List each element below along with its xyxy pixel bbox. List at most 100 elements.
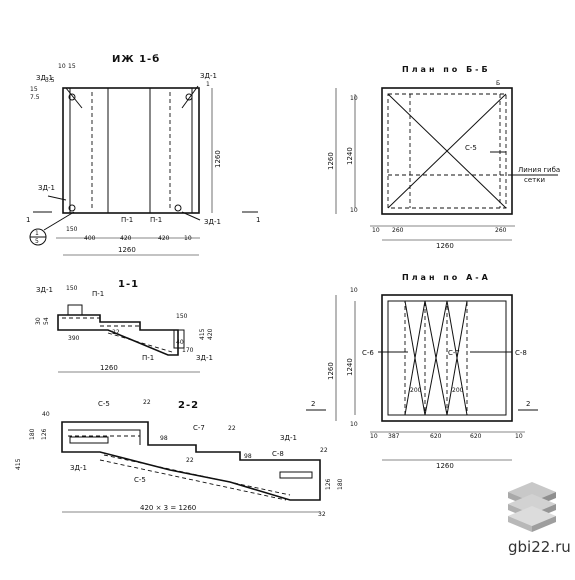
svg-text:1260: 1260 xyxy=(436,462,454,470)
svg-text:10: 10 xyxy=(58,63,66,70)
svg-text:170: 170 xyxy=(182,347,194,354)
mesh-bend-label: Линия гиба xyxy=(518,166,560,174)
svg-text:1240: 1240 xyxy=(346,147,354,165)
svg-text:620: 620 xyxy=(430,433,442,440)
svg-text:200: 200 xyxy=(452,387,464,394)
watermark: gbi22.ru xyxy=(508,482,571,556)
svg-text:98: 98 xyxy=(160,435,168,442)
svg-text:420: 420 xyxy=(207,328,214,340)
svg-text:22: 22 xyxy=(320,447,328,454)
svg-text:150: 150 xyxy=(66,285,78,292)
plan-bb-title: План по Б-Б xyxy=(402,65,491,74)
plan-aa-outline xyxy=(381,294,513,422)
svg-text:620: 620 xyxy=(470,433,482,440)
svg-text:180: 180 xyxy=(337,478,344,490)
s7-label: С-7 xyxy=(448,349,460,357)
s7-label-section: С-7 xyxy=(193,424,205,432)
zd1-label-section-right: ЗД-1 xyxy=(280,434,297,442)
svg-text:30: 30 xyxy=(35,317,42,325)
svg-text:180: 180 xyxy=(29,428,36,440)
s8-label: С-8 xyxy=(515,349,527,357)
svg-text:1260: 1260 xyxy=(100,364,118,372)
layers-logo-icon xyxy=(508,482,556,532)
s5-label-section: С-5 xyxy=(98,400,110,408)
svg-text:400: 400 xyxy=(84,235,96,242)
svg-text:22: 22 xyxy=(143,399,151,406)
svg-text:ЗД-1: ЗД-1 xyxy=(196,354,213,362)
plan-aa-title: План по А-А xyxy=(402,273,491,282)
svg-text:415: 415 xyxy=(15,458,22,470)
svg-text:10: 10 xyxy=(350,207,358,214)
svg-text:1: 1 xyxy=(35,230,39,237)
svg-text:7.5: 7.5 xyxy=(30,94,40,101)
plan-aa: План по А-А С-6 С-7 С-8 200 200 1260 124… xyxy=(306,273,538,470)
zd1-label-top-left: ЗД-1 xyxy=(36,74,53,82)
zd1-label-bottom-left: ЗД-1 xyxy=(38,184,55,192)
section-11-title: 1-1 xyxy=(118,279,139,290)
zd1-label-section: ЗД-1 xyxy=(70,464,87,472)
svg-text:260: 260 xyxy=(392,227,404,234)
svg-text:22: 22 xyxy=(112,329,120,336)
section-1-1: 1-1 ЗД-1 П-1 150 150 22 П-1 ЗД-1 390 170… xyxy=(35,279,214,373)
svg-text:1260: 1260 xyxy=(436,242,454,250)
svg-text:22: 22 xyxy=(228,425,236,432)
svg-text:126: 126 xyxy=(41,428,48,440)
total-dim: 420 × 3 = 1260 xyxy=(140,504,196,512)
svg-text:ЗД-1: ЗД-1 xyxy=(36,286,53,294)
svg-text:40: 40 xyxy=(42,411,50,418)
svg-text:15: 15 xyxy=(68,63,76,70)
svg-text:1240: 1240 xyxy=(346,358,354,376)
p1-label-1: П-1 xyxy=(121,216,133,224)
plan-bb: План по Б-Б С-5 Линия гиба сетки Б 1260 … xyxy=(327,65,560,250)
svg-text:40: 40 xyxy=(176,339,184,346)
svg-text:32: 32 xyxy=(318,511,326,518)
svg-text:Б: Б xyxy=(496,80,500,87)
svg-text:1: 1 xyxy=(256,216,260,224)
svg-text:150: 150 xyxy=(66,226,78,233)
svg-text:200: 200 xyxy=(410,387,422,394)
svg-text:390: 390 xyxy=(68,335,80,342)
svg-text:1: 1 xyxy=(26,216,30,224)
element-title: ИЖ 1-б xyxy=(112,53,160,65)
svg-text:420: 420 xyxy=(158,235,170,242)
svg-text:П-1: П-1 xyxy=(92,290,104,298)
svg-text:1260: 1260 xyxy=(118,246,136,254)
svg-text:10: 10 xyxy=(184,235,192,242)
svg-text:1: 1 xyxy=(206,81,210,88)
s6-label: С-6 xyxy=(362,349,374,357)
svg-text:2: 2 xyxy=(526,400,530,408)
svg-text:1260: 1260 xyxy=(327,362,335,380)
svg-text:3.5: 3.5 xyxy=(45,77,55,84)
svg-text:10: 10 xyxy=(350,287,358,294)
svg-text:387: 387 xyxy=(388,433,400,440)
svg-text:1260: 1260 xyxy=(214,150,222,168)
svg-text:10: 10 xyxy=(370,433,378,440)
section-2-2: 2-2 С-5 С-5 С-7 С-8 ЗД-1 ЗД-1 22 22 22 9… xyxy=(15,399,344,518)
zd1-label-bottom-right: ЗД-1 xyxy=(204,218,221,226)
svg-text:22: 22 xyxy=(186,457,194,464)
svg-text:98: 98 xyxy=(244,453,252,460)
mesh-bend-label-2: сетки xyxy=(524,176,545,184)
svg-text:1260: 1260 xyxy=(327,152,335,170)
site-watermark: gbi22.ru xyxy=(508,538,571,556)
s5-label-section-2: С-5 xyxy=(134,476,146,484)
svg-text:П-1: П-1 xyxy=(142,354,154,362)
element-outline xyxy=(62,87,200,214)
svg-text:54: 54 xyxy=(43,317,50,325)
svg-text:10: 10 xyxy=(350,95,358,102)
section-22-title: 2-2 xyxy=(178,400,199,411)
element-elevation: ИЖ 1-б ЗД-1 1 ЗД-1 10 15 15 7.5 3.5 ЗД-1… xyxy=(26,53,260,256)
s8-label-section: С-8 xyxy=(272,450,284,458)
zd1-label-top-right: ЗД-1 xyxy=(200,72,217,80)
svg-text:5: 5 xyxy=(35,238,39,245)
svg-text:2: 2 xyxy=(311,400,315,408)
svg-text:10: 10 xyxy=(350,421,358,428)
svg-text:420: 420 xyxy=(120,235,132,242)
svg-text:260: 260 xyxy=(495,227,507,234)
svg-text:15: 15 xyxy=(30,86,38,93)
svg-text:10: 10 xyxy=(515,433,523,440)
section-22-profile xyxy=(61,421,321,501)
svg-text:126: 126 xyxy=(325,478,332,490)
p1-label-2: П-1 xyxy=(150,216,162,224)
